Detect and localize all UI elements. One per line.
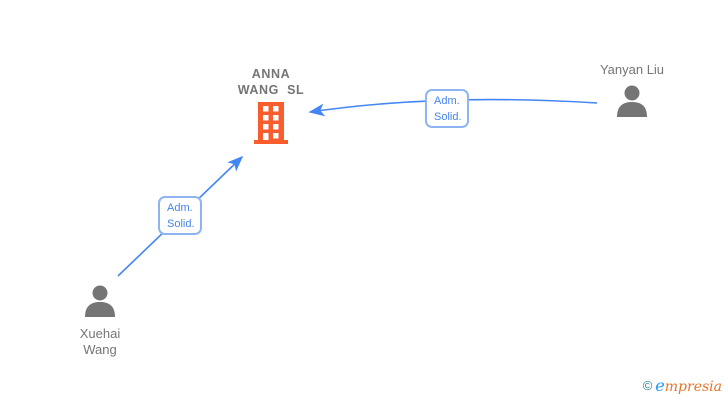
edge-label-line1: Adm.	[434, 95, 460, 107]
node-yanyan-liu[interactable]: Yanyan Liu	[581, 62, 683, 123]
person-icon[interactable]	[82, 284, 118, 323]
node-company[interactable]: ANNA WANG SL	[223, 66, 319, 150]
building-icon[interactable]	[251, 101, 291, 150]
brand-text: mpresia	[664, 379, 722, 395]
person-name-yanyan-liu: Yanyan Liu	[599, 62, 665, 77]
person-name-xuehai-line1: Xuehai	[79, 326, 121, 341]
company-name-line2: WANG SL	[237, 83, 305, 97]
edge-label-adm-solid-2[interactable]: Adm. Solid.	[158, 196, 202, 235]
edge-label-line1: Adm.	[167, 202, 193, 214]
person-name-xuehai-line2: Wang	[83, 342, 117, 357]
copyright-icon: ©	[642, 378, 653, 393]
node-xuehai-wang[interactable]: Xuehai Wang	[50, 284, 150, 358]
edge-label-adm-solid-1[interactable]: Adm. Solid.	[425, 89, 469, 128]
edge-label-line2: Solid.	[434, 111, 462, 123]
person-icon[interactable]	[614, 84, 650, 123]
company-name-line1: ANNA	[251, 67, 291, 81]
empresia-logo[interactable]: ©empresia	[643, 376, 722, 395]
edge-label-line2: Solid.	[167, 218, 195, 230]
brand-letter-e: e	[655, 376, 665, 395]
